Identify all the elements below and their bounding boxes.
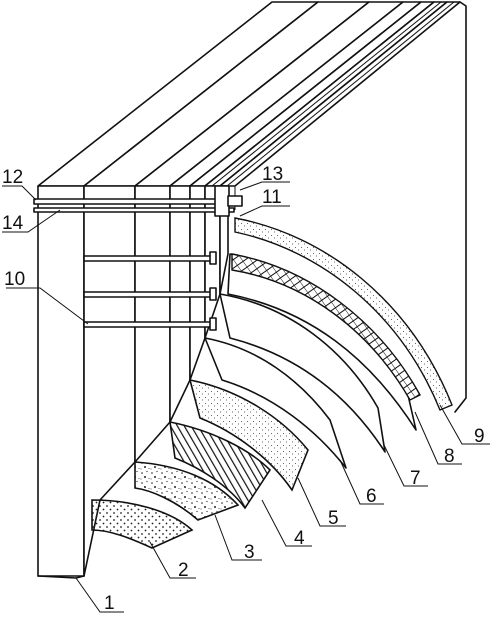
label-11: 11	[262, 187, 282, 208]
layer-1-outer-wall	[37, 185, 194, 579]
label-9: 9	[474, 426, 485, 447]
label-1: 1	[104, 593, 115, 614]
layer-8	[231, 253, 421, 401]
label-13: 13	[262, 164, 283, 185]
layer-9	[234, 217, 453, 411]
tie-rods	[33, 185, 243, 331]
leader-lines	[2, 181, 490, 613]
labels: 1 2 3 4 5 6 7 8 9 10 11 12 13 14	[2, 164, 485, 614]
label-12: 12	[2, 167, 23, 188]
label-6: 6	[366, 486, 377, 507]
label-4: 4	[294, 528, 305, 549]
label-7: 7	[410, 468, 421, 489]
top-slanted-strips	[37, 1, 461, 187]
label-3: 3	[244, 542, 255, 563]
layer-3	[169, 185, 272, 510]
label-14: 14	[2, 213, 24, 234]
label-8: 8	[444, 446, 455, 467]
label-2: 2	[178, 560, 189, 581]
layer-4	[188, 185, 309, 492]
label-10: 10	[4, 269, 25, 290]
label-5: 5	[328, 508, 339, 529]
